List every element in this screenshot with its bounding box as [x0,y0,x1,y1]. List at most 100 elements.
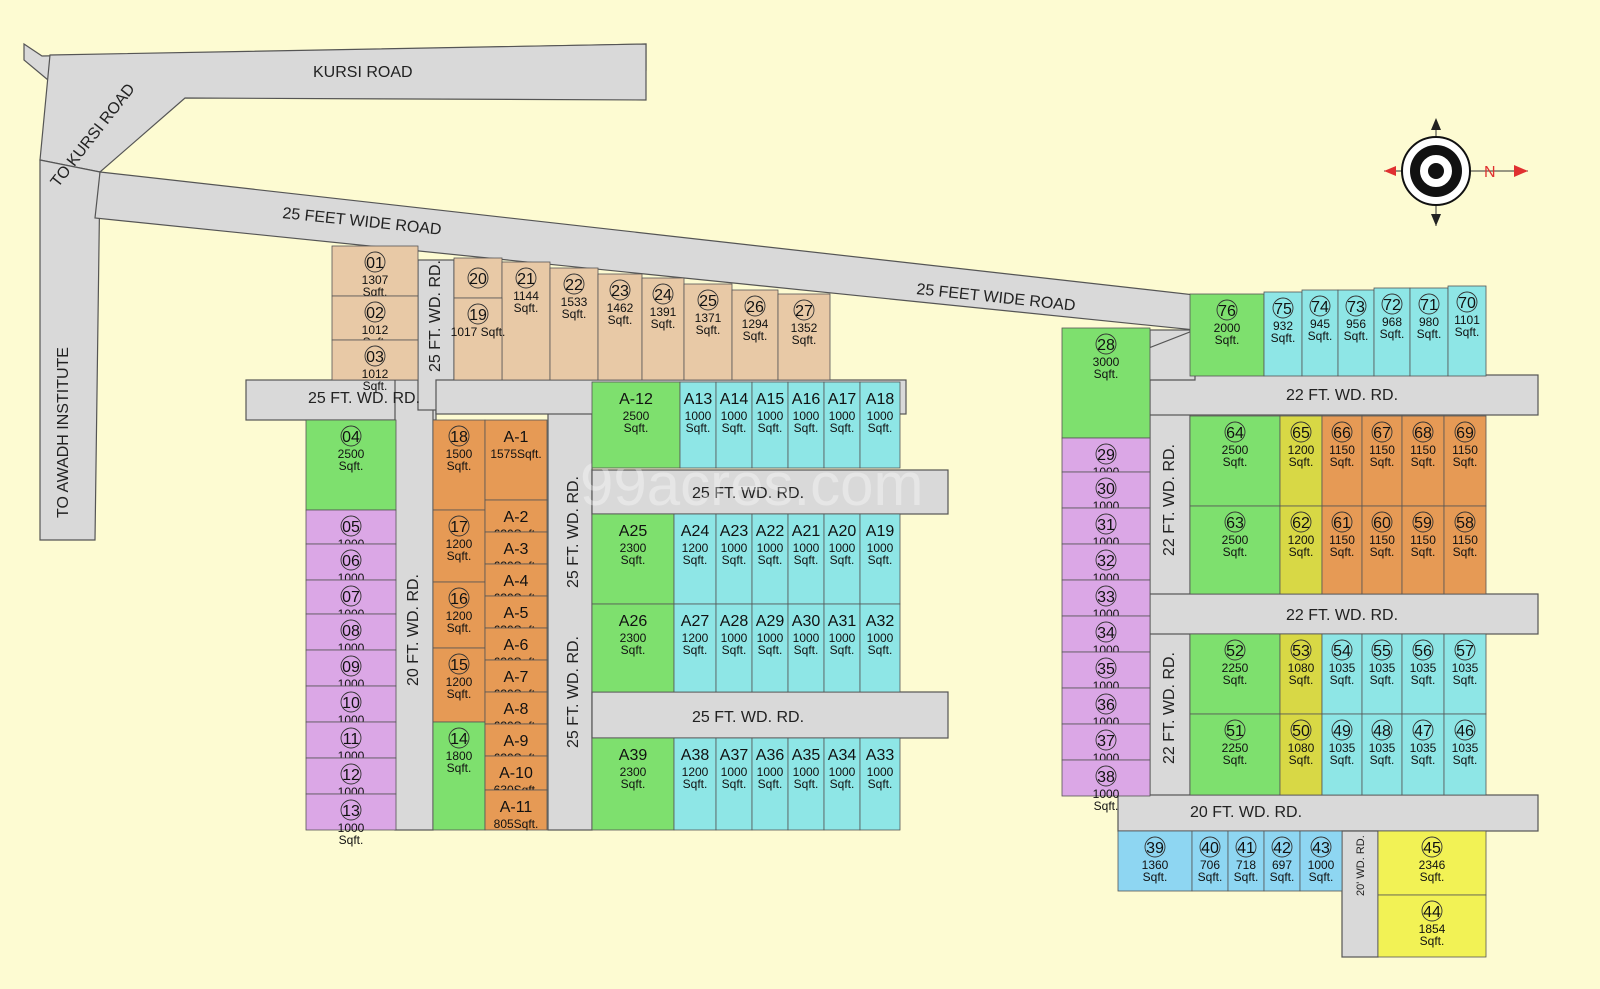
plot-65[interactable] [1279,415,1323,507]
plot-a22[interactable] [751,513,789,605]
plot-a20[interactable] [823,513,861,605]
plot-19-area: 1017 Sqft. [451,325,506,339]
plot-a31[interactable] [823,603,861,693]
plot-49-marker [1331,719,1353,741]
plot-a-10[interactable] [484,755,548,791]
plot-71[interactable] [1409,287,1449,377]
plot-47-area: Sqft. [1411,753,1436,767]
plot-a-11[interactable] [484,789,548,831]
plot-64[interactable] [1189,415,1281,507]
wd-rd-20-bottom [1117,794,1539,832]
plot-01[interactable] [331,245,419,297]
plot-46-area: Sqft. [1453,753,1478,767]
plot-69[interactable] [1443,415,1487,507]
plot-a-5[interactable] [484,595,548,629]
plot-24[interactable] [641,277,685,381]
plot-a25[interactable] [591,513,675,605]
plot-23[interactable] [597,273,643,381]
plot-a13[interactable] [679,381,717,469]
plot-14[interactable] [432,721,486,831]
plot-a36[interactable] [751,737,789,831]
plot-56[interactable] [1401,633,1445,715]
plot-20[interactable] [453,257,503,299]
plot-a26[interactable] [591,603,675,693]
plot-41[interactable] [1227,830,1265,892]
plot-26-area: 1294 [742,317,769,331]
plot-43[interactable] [1299,830,1343,892]
plot-a-9[interactable] [484,723,548,757]
plot-a38[interactable] [673,737,717,831]
plot-47[interactable] [1401,713,1445,796]
plot-25[interactable] [683,283,733,381]
plot-19[interactable] [453,297,503,381]
plot-a-12[interactable] [591,381,681,469]
plot-a24[interactable] [673,513,717,605]
plot-a18[interactable] [859,381,901,469]
plot-16-area: Sqft. [447,621,472,635]
plot-40[interactable] [1191,830,1229,892]
plot-41-area: 718 [1236,858,1256,872]
plot-48[interactable] [1361,713,1403,796]
plot-60[interactable] [1361,505,1403,595]
plot-44[interactable] [1377,894,1487,958]
plot-72[interactable] [1373,287,1411,377]
plot-62[interactable] [1279,505,1323,595]
plot-66[interactable] [1321,415,1363,507]
plot-53[interactable] [1279,633,1323,715]
plot-22[interactable] [549,267,599,381]
plot-a-3[interactable] [484,531,548,565]
plot-a27[interactable] [673,603,717,693]
plot-a-8[interactable] [484,691,548,725]
plot-a39[interactable] [591,737,675,831]
plot-40-area: 706 [1200,858,1220,872]
plot-a28[interactable] [715,603,753,693]
plot-a-1[interactable] [484,419,548,501]
plot-28[interactable] [1061,327,1151,439]
plot-a33[interactable] [859,737,901,831]
plot-74[interactable] [1301,289,1339,377]
plot-a15[interactable] [751,381,789,469]
plot-a35[interactable] [787,737,825,831]
plot-a23[interactable] [715,513,753,605]
plot-a-4[interactable] [484,563,548,597]
plot-68[interactable] [1401,415,1445,507]
plot-67[interactable] [1361,415,1403,507]
plot-a17[interactable] [823,381,861,469]
plot-51[interactable] [1189,713,1281,796]
plot-46[interactable] [1443,713,1487,796]
plot-76[interactable] [1189,293,1265,377]
plot-a-2[interactable] [484,499,548,533]
plot-70[interactable] [1447,285,1487,377]
plot-45[interactable] [1377,830,1487,896]
plot-a32[interactable] [859,603,901,693]
plot-a34[interactable] [823,737,861,831]
plot-02[interactable] [331,295,419,341]
plot-03[interactable] [331,339,419,381]
plot-17-area: Sqft. [447,549,472,563]
plot-62-area: Sqft. [1289,545,1314,559]
plot-40-marker [1199,836,1221,858]
plot-63[interactable] [1189,505,1281,595]
plot-a21[interactable] [787,513,825,605]
plot-42[interactable] [1263,830,1301,892]
plot-61[interactable] [1321,505,1363,595]
plot-49-area: 1035 [1329,741,1356,755]
plot-52[interactable] [1189,633,1281,715]
plot-50[interactable] [1279,713,1323,796]
plot-27[interactable] [777,293,831,381]
plot-59[interactable] [1401,505,1445,595]
plot-a14[interactable] [715,381,753,469]
plot-73[interactable] [1337,289,1375,377]
plot-55[interactable] [1361,633,1403,715]
plot-63-number: 63 [1226,515,1244,532]
plot-16[interactable] [432,581,486,649]
plot-a24-area: 1200 [682,541,709,555]
plot-17[interactable] [432,509,486,583]
plot-41-number: 41 [1237,840,1255,857]
plot-a39-area: Sqft. [621,777,646,791]
plot-67-area: 1150 [1369,443,1395,457]
plot-49[interactable] [1321,713,1363,796]
plot-a16[interactable] [787,381,825,469]
plot-a30[interactable] [787,603,825,693]
plot-58[interactable] [1443,505,1487,595]
